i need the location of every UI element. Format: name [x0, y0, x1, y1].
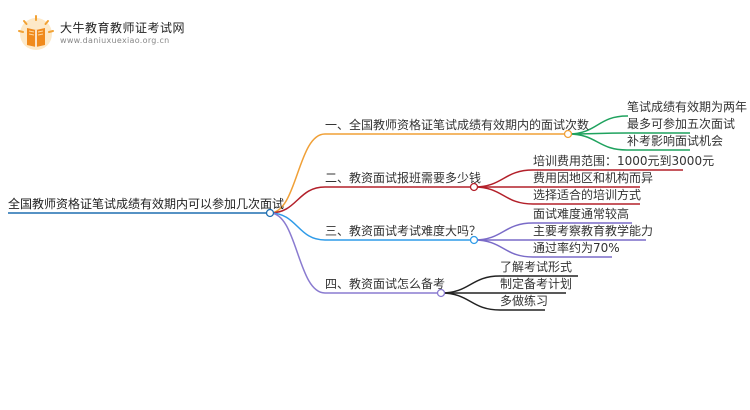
- branch-connector-2: [269, 186, 326, 214]
- branch-label-2: 二、教资面试报班需要多少钱: [325, 171, 482, 185]
- leaf-label-3-3: 通过率约为70%: [533, 241, 620, 255]
- leaf-label-3-2: 主要考察教育教学能力: [533, 224, 654, 238]
- leaf-connector-1-3: [567, 133, 628, 151]
- brand-name: 大牛教育教师证考试网: [60, 21, 186, 35]
- branch-node-dot-1: [563, 129, 573, 139]
- branch-node-dot-3: [469, 235, 479, 245]
- branch-connector-4: [269, 212, 326, 294]
- leaf-label-2-3: 选择适合的培训方式: [533, 188, 642, 202]
- leaf-connector-3-1: [473, 222, 534, 241]
- leaf-label-4-3: 多做练习: [500, 294, 549, 308]
- leaf-connector-2-3: [473, 186, 534, 205]
- leaf-label-1-2: 最多可参加五次面试: [627, 117, 736, 131]
- brand-url: www.daniuxuexiao.org.cn: [60, 36, 170, 45]
- branch-label-4: 四、教资面试怎么备考: [325, 277, 446, 291]
- brand-logo-icon: [18, 15, 54, 50]
- branch-connector-3: [269, 212, 326, 241]
- leaf-label-4-2: 制定备考计划: [500, 277, 573, 291]
- branch-label-3: 三、教资面试考试难度大吗？: [325, 224, 482, 238]
- root-node-dot: [265, 208, 275, 218]
- leaf-connector-2-1: [473, 169, 534, 188]
- root-node-label: 全国教师资格证笔试成绩有效期内可以参加几次面试: [8, 197, 285, 211]
- leaf-connector-4-3: [440, 292, 501, 311]
- leaf-label-2-2: 费用因地区和机构而异: [533, 171, 654, 185]
- branch-node-dot-2: [469, 182, 479, 192]
- leaf-connector-4-1: [440, 275, 501, 294]
- leaf-label-3-1: 面试难度通常较高: [533, 207, 630, 221]
- leaf-label-1-3: 补考影响面试机会: [627, 134, 724, 148]
- branch-connector-1: [269, 133, 326, 214]
- leaf-label-2-1: 培训费用范围：1000元到3000元: [533, 154, 715, 168]
- leaf-label-4-1: 了解考试形式: [500, 260, 573, 274]
- branch-node-dot-4: [436, 288, 446, 298]
- branch-label-1: 一、全国教师资格证笔试成绩有效期内的面试次数: [325, 118, 590, 132]
- leaf-label-1-1: 笔试成绩有效期为两年: [627, 100, 748, 114]
- leaf-connector-3-3: [473, 239, 534, 258]
